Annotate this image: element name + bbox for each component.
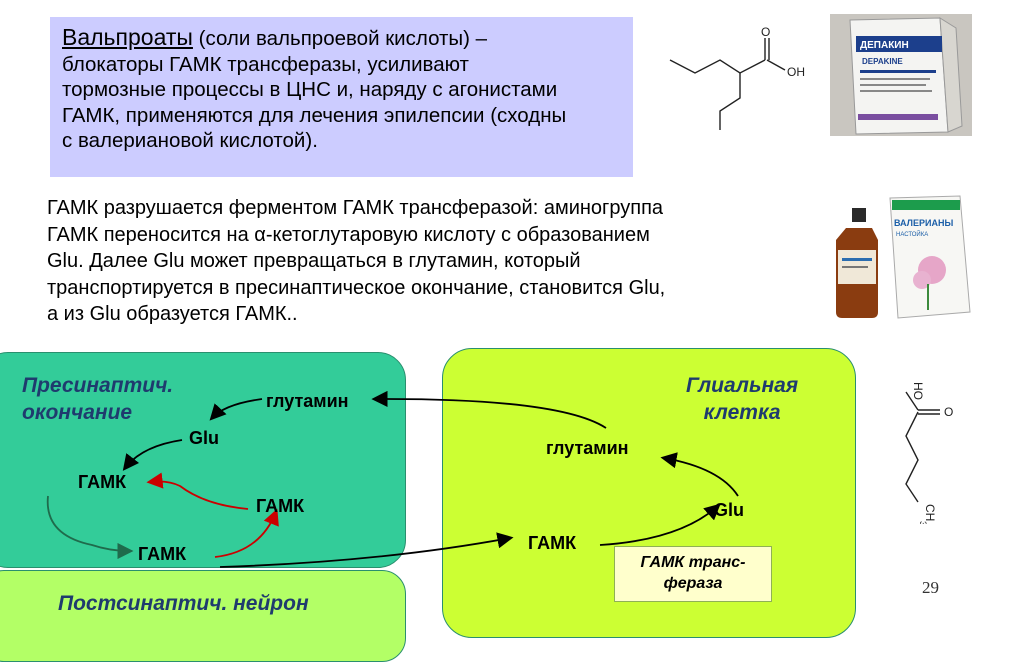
paragraph-line-2: Glu. Далее Glu может превращаться в глут… — [47, 250, 581, 272]
paragraph-line-4: а из Glu образуется ГАМК.. — [47, 303, 298, 325]
arrow-gaba-recycle — [146, 472, 249, 510]
intro-line-3: ГАМК, применяются для лечения эпилепсии … — [62, 103, 567, 127]
page-number: 29 — [922, 578, 939, 597]
depakine-brand-text: ДЕПАКИН — [860, 40, 909, 51]
gaba-o-label: O — [944, 405, 953, 419]
intro-box: Вальпроаты (соли вальпроевой кислоты) – … — [50, 17, 633, 177]
intro-line-2: тормозные процессы в ЦНС и, наряду с аго… — [62, 78, 558, 101]
intro-line-1: блокаторы ГАМК трансферазы, усиливают — [62, 52, 469, 76]
arrow-gaba-to-glia — [219, 532, 514, 568]
label-gaba-glial: ГАМК — [528, 533, 577, 553]
postsynaptic-title: Постсинаптич. нейрон — [58, 592, 309, 615]
intro-title: Вальпроаты — [62, 24, 193, 50]
valerian-sub-text: НАСТОЙКА — [896, 230, 928, 238]
gaba-structure: HO O CH 3 — [886, 364, 966, 524]
depakine-package-image: ДЕПАКИН DEPAKINE — [830, 14, 972, 136]
label-gaba-presynaptic-right: ГАМК — [256, 496, 305, 516]
intro-line-0: (соли вальпроевой кислоты) – — [192, 27, 488, 50]
label-gaba-presynaptic-left: ГАМК — [78, 472, 127, 492]
enzyme-line-1: ГАМК транс- — [640, 554, 746, 571]
label-glutamine-presynaptic: глутамин — [266, 391, 349, 411]
presynaptic-title: Пресинаптич. окончание — [22, 374, 174, 424]
arrow-glu-to-gaba — [122, 439, 183, 471]
arrow-glutamine-to-glu — [209, 398, 263, 421]
arrow-gaba-release — [46, 495, 134, 560]
description-paragraph: ГАМК разрушается ферментом ГАМК трансфер… — [47, 195, 807, 328]
intro-line-4: с валериановой кислотой). — [62, 129, 318, 152]
label-glu-presynaptic: Glu — [189, 428, 219, 448]
valproic-acid-structure: O OH — [660, 18, 820, 138]
gaba-ch-label: CH — [923, 504, 937, 521]
pathway-arrows — [46, 390, 739, 568]
arrow-gaba-reuptake — [214, 508, 279, 558]
label-glu-glial: Glu — [714, 500, 744, 520]
valproate-oh-label: OH — [787, 65, 805, 79]
depakine-brand-latin-text: DEPAKINE — [862, 57, 903, 66]
arrow-glu-to-glutamine-glia — [660, 452, 739, 497]
valerian-brand-text: ВАЛЕРИАНЫ — [894, 218, 953, 228]
presynaptic-panel — [0, 352, 406, 568]
gaba-sub-label: 3 — [918, 521, 928, 524]
valerian-tincture-image: ВАЛЕРИАНЫ НАСТОЙКА — [832, 192, 974, 322]
paragraph-line-0: ГАМК разрушается ферментом ГАМК трансфер… — [47, 197, 664, 219]
glial-title: Глиальная клетка — [686, 374, 799, 424]
arrow-gaba-to-glu-glia — [599, 503, 721, 546]
paragraph-line-1: ГАМК переносится на α-кетоглутаровую кис… — [47, 223, 650, 246]
label-gaba-synapse: ГАМК — [138, 544, 187, 564]
gaba-transferase-box: ГАМК транс- фераза — [614, 546, 772, 602]
label-glutamine-glial: глутамин — [546, 438, 629, 458]
gaba-ho-label: HO — [911, 382, 925, 400]
enzyme-line-2: фераза — [663, 575, 723, 592]
arrow-glutamine-to-presynaptic — [371, 390, 607, 429]
valproate-o-label: O — [761, 25, 770, 39]
paragraph-line-3: транспортируется в пресинаптическое окон… — [47, 276, 666, 299]
